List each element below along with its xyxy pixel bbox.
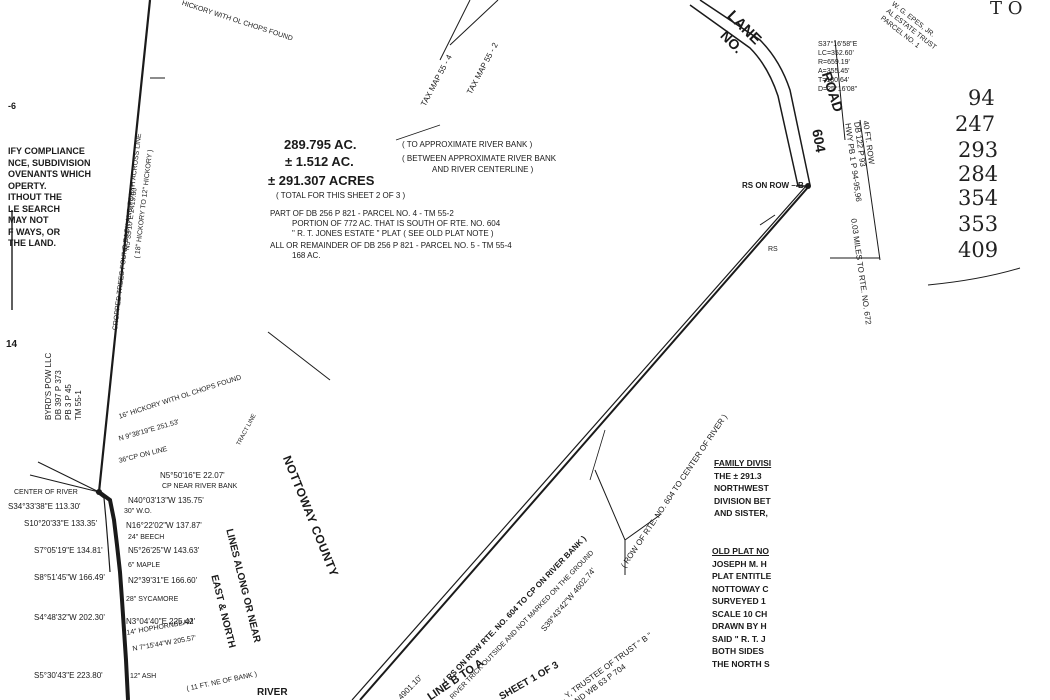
family-division-line: NORTHWEST <box>714 483 769 493</box>
survey-call: S10°20'33"E 133.35' <box>24 519 98 528</box>
point-b-label: RS ON ROW – B <box>742 181 804 190</box>
river-label: RIVER <box>257 687 288 698</box>
handwritten-number: 409 <box>958 238 999 262</box>
left-note-line: THE LAND. <box>8 238 56 248</box>
survey-call: S5°30'43"E 223.80' <box>34 671 103 680</box>
survey-call: S7°05'19"E 134.81' <box>34 546 103 555</box>
old-plat-line: JOSEPH M. H <box>712 558 767 569</box>
parcel-note-2: PORTION OF 772 AC. THAT IS SOUTH OF RTE.… <box>292 219 501 228</box>
left-note-line: ITHOUT THE <box>8 192 62 202</box>
curve-data-line: S37°16'58"E <box>818 41 858 48</box>
road-604-outer <box>699 0 811 186</box>
tract-line <box>267 331 331 381</box>
parcel-note-5: 168 AC. <box>292 251 321 260</box>
acreage-total-note: ( TOTAL FOR THIS SHEET 2 OF 3 ) <box>276 191 406 200</box>
left-note-line: MAY NOT <box>8 215 49 225</box>
west-boundary-line <box>97 0 152 493</box>
curve-data-line: T=180.64' <box>818 77 850 84</box>
diagonal-boundary-line <box>359 184 811 700</box>
survey-call: CENTER OF RIVER <box>14 489 78 496</box>
road-604-inner <box>689 4 799 187</box>
survey-call: N16°22'02"W 137.87' <box>126 521 202 530</box>
old-plat-line: PLAT ENTITLE <box>712 571 772 581</box>
adjoiner-line: DB 397 P 373 <box>54 370 63 420</box>
left-note-line: IFY COMPLIANCE <box>8 146 85 156</box>
survey-call: 30" W.O. <box>124 508 152 515</box>
acreage-line2-value: ± 1.512 AC. <box>285 154 354 169</box>
left-compliance-note: IFY COMPLIANCE NCE, SUBDIVISION OVENANTS… <box>8 146 91 250</box>
curve-data-line: D=25°16'08" <box>818 86 858 93</box>
river-traverse-line <box>97 490 130 700</box>
adjoiner-byrds-pow: BYRD'S POW LLC DB 397 P 373 PB 3 P 45 TM… <box>44 353 84 420</box>
left-margin-mark-top: -6 <box>8 101 17 111</box>
parcel-note-1: PART OF DB 256 P 821 - PARCEL NO. 4 - TM… <box>270 209 454 218</box>
survey-call: 24" BEECH <box>128 534 165 541</box>
point-a-marker <box>96 489 102 495</box>
handwritten-number: 247 <box>955 112 996 136</box>
survey-call: N5°50'16"E 22.07' <box>160 471 225 480</box>
survey-call: N5°26'25"W 143.63' <box>128 546 200 555</box>
survey-call: N40°03'13"W 135.75' <box>128 496 204 505</box>
old-plat-line: THE NORTH S <box>712 658 770 669</box>
old-plat-line: DRAWN BY H <box>712 621 767 631</box>
old-plat-line: SURVEYED 1 <box>712 596 766 606</box>
old-plat-line: BOTH SIDES <box>712 646 764 656</box>
family-division-line: AND SISTER, <box>714 508 768 518</box>
handwritten-number: 354 <box>958 186 999 210</box>
parcel-note-3: " R. T. JONES ESTATE " PLAT ( SEE OLD PL… <box>292 229 494 238</box>
family-division-line: DIVISION BET <box>714 495 771 506</box>
survey-call: S34°33'38"E 113.30' <box>8 502 81 511</box>
curve-data-line: R=659.19' <box>818 59 850 66</box>
rs-label: RS <box>768 246 778 253</box>
acreage-line2-note-b: AND RIVER CENTERLINE ) <box>432 165 534 174</box>
family-division-line: THE ± 291.3 <box>714 470 762 481</box>
left-note-line: F WAYS, OR <box>8 226 61 237</box>
survey-call: S8°51'45"W 166.49' <box>34 573 105 582</box>
old-plat-note: OLD PLAT NO JOSEPH M. H PLAT ENTITLE NOT… <box>712 545 771 670</box>
adjoiner-line: TM 55-1 <box>74 390 83 420</box>
old-plat-line: NOTTOWAY C <box>712 583 769 594</box>
old-plat-line: SCALE 10 CH <box>712 608 768 619</box>
parcel-note-4: ALL OR REMAINDER OF DB 256 P 821 - PARCE… <box>270 241 512 250</box>
point-b-marker <box>805 183 811 189</box>
handwritten-number: 284 <box>958 162 999 186</box>
acreage-line1-note: ( TO APPROXIMATE RIVER BANK ) <box>402 140 533 149</box>
handwritten-number: 293 <box>958 138 999 162</box>
family-division-line: FAMILY DIVISI <box>714 458 772 468</box>
survey-call: 28" SYCAMORE <box>126 596 179 603</box>
survey-call: N3°04'40"E 225.42' <box>126 617 196 626</box>
survey-call: 6" MAPLE <box>128 562 161 569</box>
curve-data-line: LC=352.60' <box>818 50 854 57</box>
adjoiner-line: PB 3 P 45 <box>64 384 73 420</box>
handwritten-number: 353 <box>958 212 999 236</box>
left-note-line: OVENANTS WHICH <box>8 169 91 179</box>
handwritten-number: 94 <box>968 86 995 110</box>
survey-call: CP NEAR RIVER BANK <box>162 483 238 490</box>
family-division-note: FAMILY DIVISI THE ± 291.3 NORTHWEST DIVI… <box>714 457 771 520</box>
old-plat-line: OLD PLAT NO <box>712 546 769 556</box>
curve-data-block: S37°16'58"E LC=352.60' R=659.19' A=355.4… <box>818 40 857 94</box>
survey-call: 12" ASH <box>130 673 157 680</box>
acreage-line1-value: 289.795 AC. <box>284 137 357 152</box>
survey-call: N2°39'31"E 166.60' <box>128 576 198 585</box>
acreage-line2-note-a: ( BETWEEN APPROXIMATE RIVER BANK <box>402 154 557 163</box>
adjoiner-line: BYRD'S POW LLC <box>44 352 53 420</box>
acreage-total-value: ± 291.307 ACRES <box>268 173 375 188</box>
left-note-line: OPERTY. <box>8 180 47 191</box>
old-plat-line: SAID " R. T. J <box>712 633 766 644</box>
left-note-line: NCE, SUBDIVISION <box>8 157 91 168</box>
curve-data-line: A=355.45' <box>818 68 850 75</box>
road-number-label: 604 <box>809 127 830 154</box>
left-margin-mark-bottom: 14 <box>6 339 18 350</box>
handwritten-top-mark: T O <box>990 0 1023 19</box>
survey-call: S4°48'32"W 202.30' <box>34 613 105 622</box>
left-note-line: LE SEARCH <box>8 203 61 214</box>
